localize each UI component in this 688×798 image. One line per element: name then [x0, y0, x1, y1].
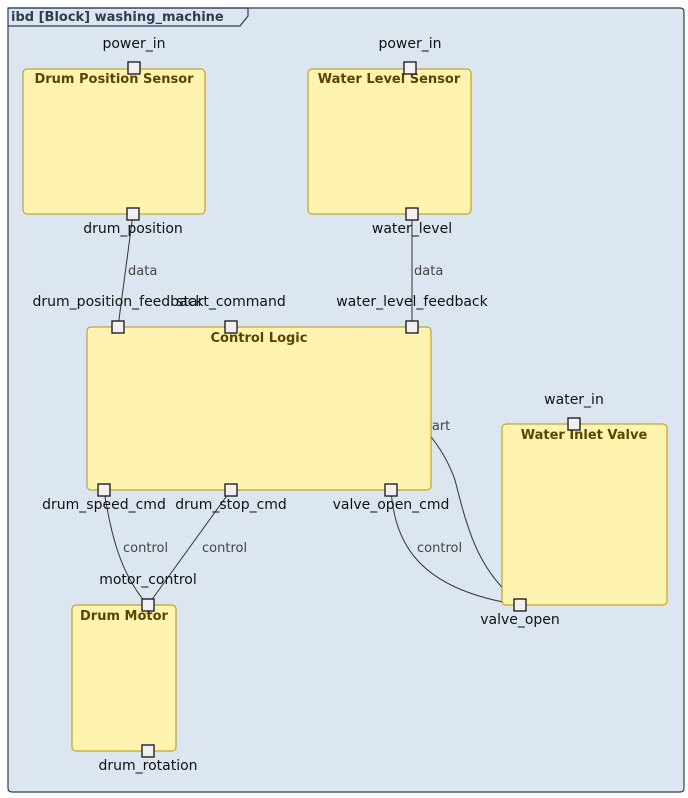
port-drum-position[interactable] — [126, 207, 140, 221]
port-water-in[interactable] — [567, 417, 581, 431]
port-drum-stop-cmd[interactable] — [224, 483, 238, 497]
block-body[interactable] — [71, 604, 177, 752]
port-power-in[interactable] — [127, 61, 141, 75]
block-water-level-sensor[interactable]: Water Level Sensor — [307, 68, 472, 215]
connector-label: data — [128, 264, 157, 279]
connector-data-drum-position[interactable] — [117, 213, 134, 328]
block-body[interactable] — [22, 68, 206, 215]
block-body[interactable] — [307, 68, 472, 215]
block-body[interactable] — [86, 326, 432, 491]
port-drum-position-feedback[interactable] — [111, 320, 125, 334]
port-label: valve_open_cmd — [333, 497, 450, 513]
connector-control-drum-speed[interactable] — [103, 489, 149, 606]
port-label: drum_speed_cmd — [42, 497, 166, 513]
port-drum-rotation[interactable] — [141, 744, 155, 758]
port-motor-control[interactable] — [141, 598, 155, 612]
port-water-level[interactable] — [405, 207, 419, 221]
connector-control-valve-open[interactable] — [390, 489, 521, 606]
port-label: drum_position — [83, 221, 183, 237]
port-label: valve_open — [480, 612, 560, 628]
port-label: drum_position_feedback — [33, 294, 205, 310]
port-valve-open[interactable] — [513, 598, 527, 612]
block-title: Water Inlet Valve — [521, 428, 648, 443]
port-label: water_level — [372, 221, 452, 237]
port-start-command[interactable] — [224, 320, 238, 334]
frame-title: ibd [Block] washing_machine — [11, 10, 224, 25]
block-title: Drum Motor — [80, 609, 169, 624]
block-water-inlet-valve[interactable]: Water Inlet Valve — [501, 423, 668, 606]
block-control-logic[interactable]: Control Logic — [86, 326, 432, 491]
ports: power_in drum_position power_in water_le… — [33, 36, 604, 774]
block-title: Water Level Sensor — [318, 72, 461, 87]
port-label: drum_stop_cmd — [175, 497, 287, 513]
port-water-level-feedback[interactable] — [405, 320, 419, 334]
port-valve-open-cmd[interactable] — [384, 483, 398, 497]
block-body[interactable] — [501, 423, 668, 606]
block-drum-motor[interactable]: Drum Motor — [71, 604, 177, 752]
port-label: motor_control — [99, 572, 197, 588]
port-label: water_level_feedback — [336, 294, 488, 310]
connector-label: control — [123, 541, 168, 556]
connector-label: control — [202, 541, 247, 556]
port-label: drum_rotation — [98, 758, 197, 774]
connector-label: control — [417, 541, 462, 556]
frame-tab — [8, 7, 249, 27]
port-drum-speed-cmd[interactable] — [97, 483, 111, 497]
port-label: start_command — [176, 294, 285, 310]
port-label: power_in — [378, 36, 441, 52]
connector-control-drum-stop[interactable] — [147, 489, 232, 606]
block-drum-position-sensor[interactable]: Drum Position Sensor — [22, 68, 206, 215]
block-title: Drum Position Sensor — [34, 72, 194, 87]
connector-label: data — [414, 264, 443, 279]
port-label: power_in — [102, 36, 165, 52]
port-power-in[interactable] — [403, 61, 417, 75]
port-label: water_in — [544, 392, 604, 408]
block-title: Control Logic — [211, 331, 308, 346]
connectors: data data start control control control — [103, 213, 521, 606]
